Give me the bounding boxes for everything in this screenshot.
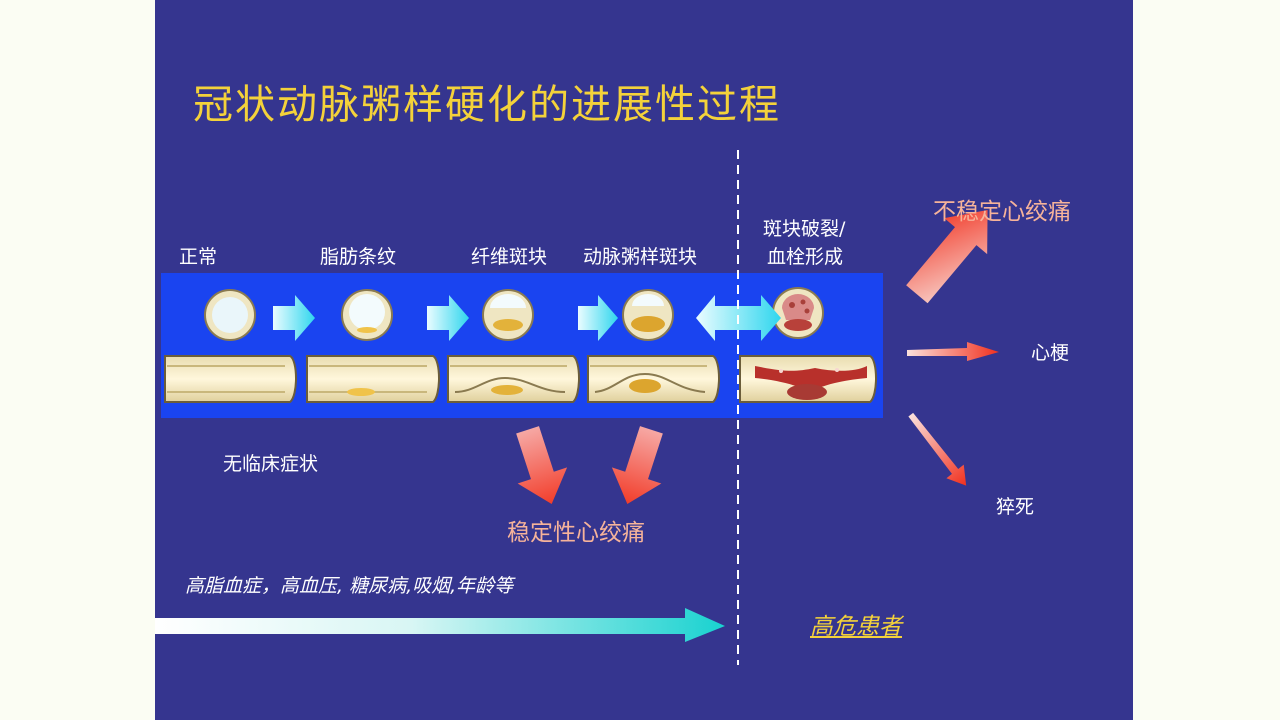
arrow-right-1 xyxy=(273,295,315,341)
arrow-down-stable-1 xyxy=(516,426,568,504)
sudden-death-label: 猝死 xyxy=(996,496,1035,518)
stage-label-rupture-line2: 血栓形成 xyxy=(767,246,844,268)
risk-factors-label: 高脂血症，高血压, 糖尿病,吸烟,年龄等 xyxy=(185,575,514,597)
vessel-fatty-streak xyxy=(306,355,440,403)
no-symptoms-label: 无临床症状 xyxy=(223,453,319,475)
progression-arrow xyxy=(155,608,725,642)
cross-section-fibrous-plaque xyxy=(482,289,534,341)
vessel-atheroma xyxy=(587,355,720,403)
arrow-right-3 xyxy=(578,295,618,341)
arrow-right-2 xyxy=(427,295,469,341)
slide: 冠状动脉粥样硬化的进展性过程 正常 脂肪条纹 纤维斑块 动脉粥样斑块 斑块破裂/… xyxy=(155,0,1133,720)
cross-section-fatty-streak xyxy=(341,289,393,341)
stage-label-rupture-line1: 斑块破裂/ xyxy=(763,218,846,240)
stage-label-atheroma: 动脉粥样斑块 xyxy=(583,246,698,268)
cross-section-normal xyxy=(204,289,256,341)
vessel-rupture xyxy=(739,355,877,403)
arrow-down-stable-2 xyxy=(611,426,663,504)
stage-label-normal: 正常 xyxy=(179,246,218,268)
unstable-angina-label: 不稳定心绞痛 xyxy=(933,199,1071,225)
arrow-sudden-death xyxy=(908,412,967,486)
stage-label-fibrous-plaque: 纤维斑块 xyxy=(471,246,548,268)
high-risk-label: 高危患者 xyxy=(810,614,902,640)
cross-section-atheroma xyxy=(622,289,674,341)
cross-section-rupture xyxy=(772,287,824,339)
slide-title: 冠状动脉粥样硬化的进展性过程 xyxy=(193,82,781,128)
stage-label-fatty-streak: 脂肪条纹 xyxy=(320,246,397,268)
arrow-mi xyxy=(907,342,999,361)
stable-angina-label: 稳定性心绞痛 xyxy=(507,520,645,546)
diagram-graphics xyxy=(155,150,999,665)
mi-label: 心梗 xyxy=(1031,342,1070,364)
vessel-fibrous-plaque xyxy=(447,355,580,403)
arrow-unstable-angina xyxy=(906,210,988,304)
vessel-normal xyxy=(164,355,297,403)
